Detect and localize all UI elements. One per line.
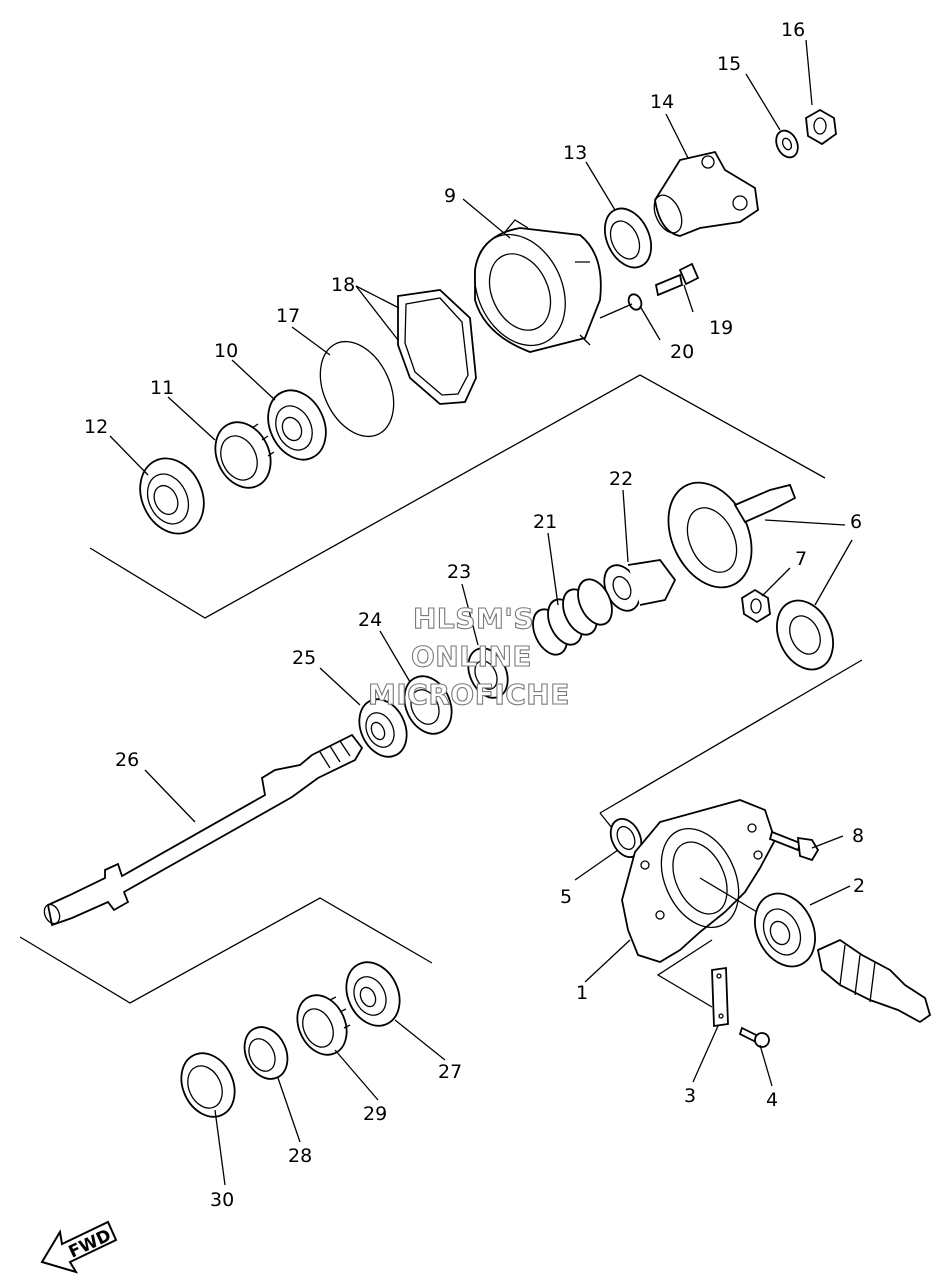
label-28: 28 <box>288 1145 312 1167</box>
part-27-bearing <box>345 961 401 1027</box>
label-8: 8 <box>852 825 864 847</box>
label-20: 20 <box>670 341 694 363</box>
pinion-shaft <box>816 938 932 1024</box>
part-30-oil-seal <box>180 1052 236 1118</box>
part-2-bearing <box>754 892 816 968</box>
label-10: 10 <box>214 340 238 362</box>
label-30: 30 <box>210 1189 234 1211</box>
part-13-oil-seal <box>603 207 653 269</box>
assembly-outline-lower <box>19 897 433 1004</box>
part-19-bolt <box>654 262 700 297</box>
label-21: 21 <box>533 511 557 533</box>
label-5: 5 <box>560 886 572 908</box>
part-14-yoke <box>653 150 759 237</box>
label-24: 24 <box>358 609 382 631</box>
part-28-collar <box>243 1026 289 1080</box>
assembly-outline-middle <box>599 659 863 814</box>
part-29-ring-nut <box>296 994 351 1056</box>
label-6: 6 <box>850 511 862 533</box>
part-12-bearing <box>139 457 205 535</box>
fwd-arrow-icon: FWD <box>40 1220 118 1274</box>
label-7: 7 <box>795 548 807 570</box>
part-3-plate <box>711 966 729 1028</box>
part-10-bearing <box>267 389 327 461</box>
label-19: 19 <box>709 317 733 339</box>
label-29: 29 <box>363 1103 387 1125</box>
part-18-gasket <box>397 289 477 405</box>
label-11: 11 <box>150 377 174 399</box>
part-23-collar <box>467 647 509 699</box>
leader-lines <box>109 39 853 1186</box>
label-4: 4 <box>766 1089 778 1111</box>
label-18: 18 <box>331 274 355 296</box>
label-23: 23 <box>447 561 471 583</box>
label-25: 25 <box>292 647 316 669</box>
label-14: 14 <box>650 91 674 113</box>
label-22: 22 <box>609 468 633 490</box>
label-12: 12 <box>84 416 108 438</box>
label-15: 15 <box>717 53 741 75</box>
part-17-o-ring <box>319 340 395 438</box>
label-3: 3 <box>684 1085 696 1107</box>
part-4-screw <box>738 1026 770 1048</box>
part-9-housing <box>474 219 602 353</box>
watermark-line-3: MICROFICHE <box>368 678 570 711</box>
assembly-outline-upper <box>89 374 826 619</box>
part-22-collar <box>603 559 677 612</box>
part-11-ring-nut <box>214 421 275 489</box>
part-8-bolt <box>768 830 820 862</box>
part-24-bearing <box>403 675 453 735</box>
part-25-bearing <box>358 698 408 758</box>
part-1-bearing-housing <box>621 799 776 963</box>
label-17: 17 <box>276 305 300 327</box>
label-2: 2 <box>853 875 865 897</box>
label-27: 27 <box>438 1061 462 1083</box>
assembly-outline-right <box>656 939 713 1008</box>
part-26-shaft <box>43 733 364 927</box>
label-13: 13 <box>563 142 587 164</box>
part-6-gear-set <box>667 481 834 671</box>
part-16-nut <box>805 108 837 146</box>
label-1: 1 <box>576 982 588 1004</box>
part-number-labels: 1 2 3 4 5 6 7 8 9 10 11 12 13 14 15 16 1… <box>84 19 865 1211</box>
watermark-line-1: HLSM'S <box>413 602 534 635</box>
watermark: HLSM'S ONLINE MICROFICHE <box>367 601 570 711</box>
label-26: 26 <box>115 749 139 771</box>
part-21-spring <box>532 578 613 656</box>
label-9: 9 <box>444 185 456 207</box>
label-16: 16 <box>781 19 805 41</box>
part-15-washer <box>775 129 799 159</box>
watermark-line-2: ONLINE <box>411 640 532 673</box>
part-7-nut <box>741 588 771 624</box>
